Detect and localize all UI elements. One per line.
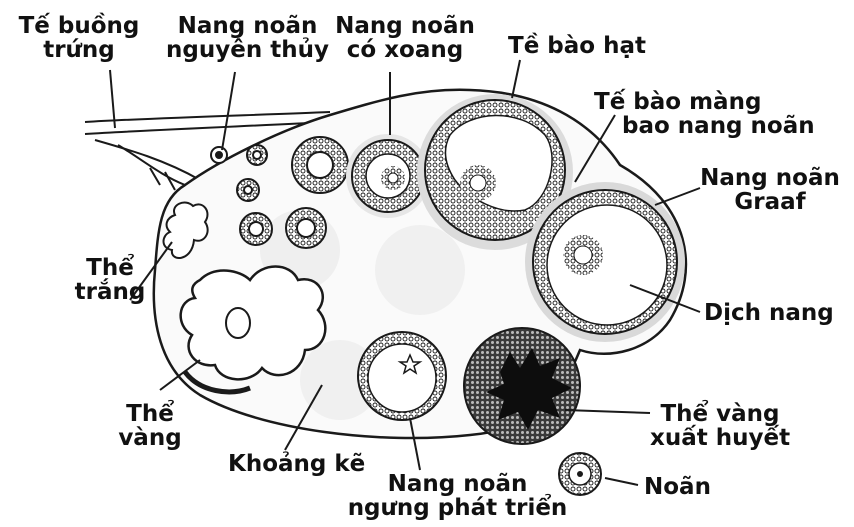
label-granulosa-cells: Tề bào hạt: [508, 34, 646, 58]
graafian-follicle: [525, 182, 685, 342]
corpus-hemorrhagicum: [464, 328, 580, 444]
corpus-luteum-core: [226, 308, 250, 338]
label-oocyte: Noãn: [644, 475, 711, 499]
label-follicular-fluid: Dịch nang: [704, 301, 834, 325]
atretic-follicle: [358, 332, 446, 420]
